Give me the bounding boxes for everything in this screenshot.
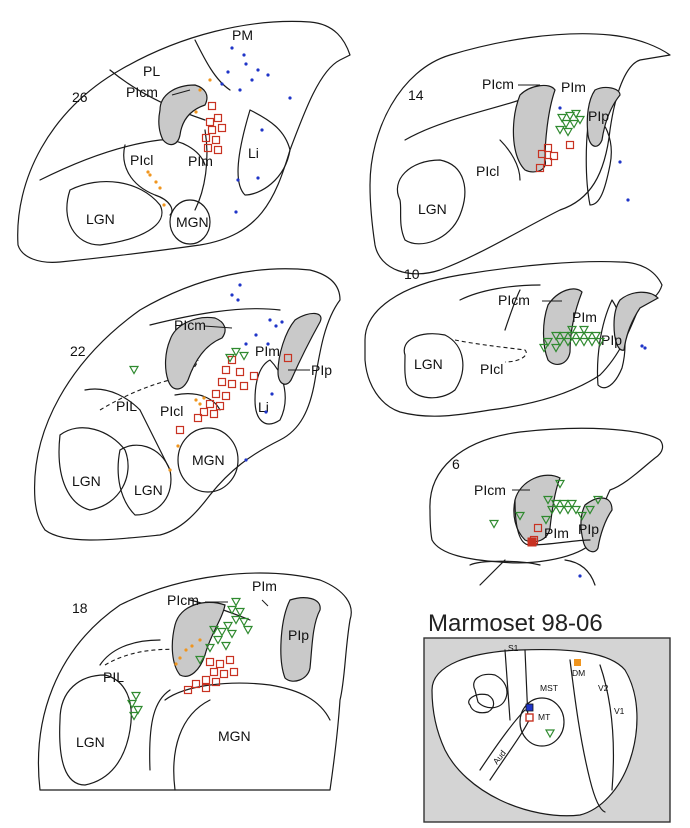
- inset-label-v2: V2: [598, 683, 609, 693]
- section-18-outline: [37, 572, 352, 791]
- label-pim: PIm: [188, 153, 213, 169]
- inset-label-mt: MT: [538, 712, 550, 722]
- label-pil: PIL: [116, 398, 137, 414]
- inset-label-v1: V1: [614, 706, 625, 716]
- section-26-picm-shade: [158, 84, 208, 146]
- label-picm: PIcm: [474, 482, 506, 498]
- section-18: 18 PIcm PIm PIp PIL LGN MGN: [37, 572, 352, 791]
- section-14-number: 14: [408, 87, 424, 103]
- section-6-markers: [489, 479, 603, 578]
- label-picm: PIcm: [126, 84, 158, 100]
- label-lgn: LGN: [76, 734, 105, 750]
- label-pim: PIm: [572, 309, 597, 325]
- inset-label-mst: MST: [540, 683, 558, 693]
- label-pim: PIm: [252, 578, 277, 594]
- label-pip: PIp: [588, 108, 609, 124]
- inset-label-s1: S1: [508, 643, 519, 653]
- inset-marmoset-98-06: Marmoset 98-06 S1 DM MST V2 V1 MT Aud: [423, 610, 671, 823]
- label-picl: PIcl: [476, 163, 499, 179]
- section-26-number: 26: [72, 89, 88, 105]
- section-14-outline: [369, 33, 671, 275]
- label-lgn: LGN: [86, 211, 115, 227]
- label-lgn: LGN: [414, 356, 443, 372]
- label-pl: PL: [143, 63, 160, 79]
- label-pil: PIL: [103, 669, 124, 685]
- label-pip: PIp: [578, 521, 599, 537]
- label-pip: PIp: [288, 627, 309, 643]
- label-picm: PIcm: [174, 317, 206, 333]
- label-pip: PIp: [601, 332, 622, 348]
- section-22-number: 22: [70, 343, 86, 359]
- label-picm: PIcm: [482, 76, 514, 92]
- label-picl: PIcl: [480, 361, 503, 377]
- label-lgn-1: LGN: [72, 473, 101, 489]
- label-lgn-2: LGN: [134, 482, 163, 498]
- section-22-outline: [33, 268, 341, 541]
- inset-label-dm: DM: [572, 668, 585, 678]
- label-picm: PIcm: [167, 592, 199, 608]
- label-mgn: MGN: [176, 214, 209, 230]
- label-li: Li: [248, 145, 259, 161]
- section-14-markers: [535, 106, 630, 202]
- label-lgn: LGN: [418, 201, 447, 217]
- label-picl: PIcl: [130, 152, 153, 168]
- section-6-outline: [429, 427, 664, 564]
- label-picl: PIcl: [160, 403, 183, 419]
- label-li: Li: [258, 399, 269, 415]
- label-pm: PM: [232, 27, 253, 43]
- label-pim: PIm: [544, 525, 569, 541]
- label-picm: PIcm: [498, 292, 530, 308]
- label-pip: PIp: [311, 362, 332, 378]
- label-pim: PIm: [561, 79, 586, 95]
- label-pim: PIm: [255, 343, 280, 359]
- section-26-outline: [17, 20, 351, 263]
- section-22: 22 PIcm PIm PIp PIcl PIL Li MGN LGN LGN: [33, 268, 341, 541]
- section-10: 10 PIcm PIm PIp PIcl LGN: [364, 260, 663, 417]
- label-mgn: MGN: [192, 452, 225, 468]
- section-22-markers: [129, 283, 293, 472]
- figure-title: Marmoset 98-06: [428, 610, 603, 637]
- section-26: 26 PM PL PIcm PIcl PIm Li LGN MGN: [17, 20, 351, 263]
- section-18-number: 18: [72, 600, 88, 616]
- section-10-number: 10: [404, 266, 420, 282]
- section-6-number: 6: [452, 456, 460, 472]
- section-6: 6 PIcm PIm PIp: [429, 427, 664, 586]
- section-14: 14 PIcm PIm PIp PIcl LGN: [369, 33, 671, 275]
- label-mgn: MGN: [218, 728, 251, 744]
